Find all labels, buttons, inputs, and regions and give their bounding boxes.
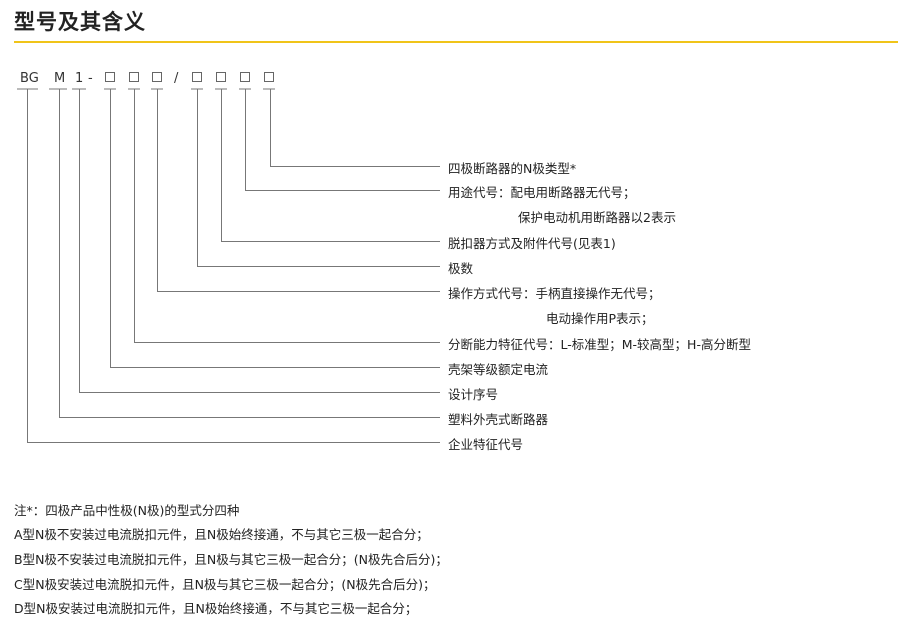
note-type-b: B型N极不安装过电流脱扣元件，且N极与其它三极一起合分；(N极先合后分)； bbox=[14, 552, 448, 567]
connector-line bbox=[79, 89, 440, 393]
note-type-d: D型N极安装过电流脱扣元件，且N极始终接通，不与其它三极一起合分； bbox=[14, 601, 418, 616]
code-box-frame-current bbox=[105, 72, 115, 82]
desc-breaking-capacity: 分断能力特征代号：L-标准型；M-较高型；H-高分断型 bbox=[448, 337, 751, 352]
code-box-operation bbox=[152, 72, 162, 82]
code-one: 1 bbox=[75, 71, 84, 86]
code-dash: - bbox=[88, 71, 93, 86]
code-box-breaking-capacity bbox=[129, 72, 139, 82]
desc-mccb: 塑料外壳式断路器 bbox=[448, 412, 549, 427]
desc-usage-2: 保护电动机用断路器以2表示 bbox=[518, 210, 676, 225]
desc-usage: 用途代号：配电用断路器无代号； bbox=[448, 185, 636, 200]
desc-poles: 极数 bbox=[448, 261, 474, 276]
code-slash: / bbox=[174, 71, 179, 86]
connector-line bbox=[245, 89, 440, 191]
desc-n-pole-type: 四极断路器的N极类型* bbox=[448, 161, 577, 176]
code-prefix: BG bbox=[20, 71, 39, 86]
connector-line bbox=[134, 89, 440, 343]
code-box-n-type bbox=[264, 72, 274, 82]
connector-line bbox=[221, 89, 440, 242]
connector-line bbox=[110, 89, 440, 368]
code-box-usage bbox=[240, 72, 250, 82]
note-heading: 注*：四极产品中性极(N极)的型式分四种 bbox=[14, 503, 240, 518]
connector-line bbox=[157, 89, 440, 292]
page-title: 型号及其含义 bbox=[14, 10, 146, 34]
code-box-poles bbox=[192, 72, 202, 82]
code-m: M bbox=[54, 71, 66, 86]
connector-line bbox=[270, 89, 440, 167]
code-box-release bbox=[216, 72, 226, 82]
desc-operation: 操作方式代号：手柄直接操作无代号； bbox=[448, 286, 661, 301]
connector-line bbox=[27, 89, 440, 443]
desc-release: 脱扣器方式及附件代号(见表1) bbox=[448, 236, 616, 251]
desc-enterprise-code: 企业特征代号 bbox=[448, 437, 524, 452]
title-underline bbox=[14, 41, 898, 43]
connector-line bbox=[59, 89, 440, 418]
desc-frame-current: 壳架等级额定电流 bbox=[448, 362, 549, 377]
note-type-c: C型N极安装过电流脱扣元件，且N极与其它三极一起合分；(N极先合后分)； bbox=[14, 577, 436, 592]
desc-operation-2: 电动操作用P表示； bbox=[546, 311, 654, 326]
note-type-a: A型N极不安装过电流脱扣元件，且N极始终接通，不与其它三极一起合分； bbox=[14, 527, 429, 542]
desc-design-serial: 设计序号 bbox=[448, 387, 499, 402]
connector-line bbox=[197, 89, 440, 267]
